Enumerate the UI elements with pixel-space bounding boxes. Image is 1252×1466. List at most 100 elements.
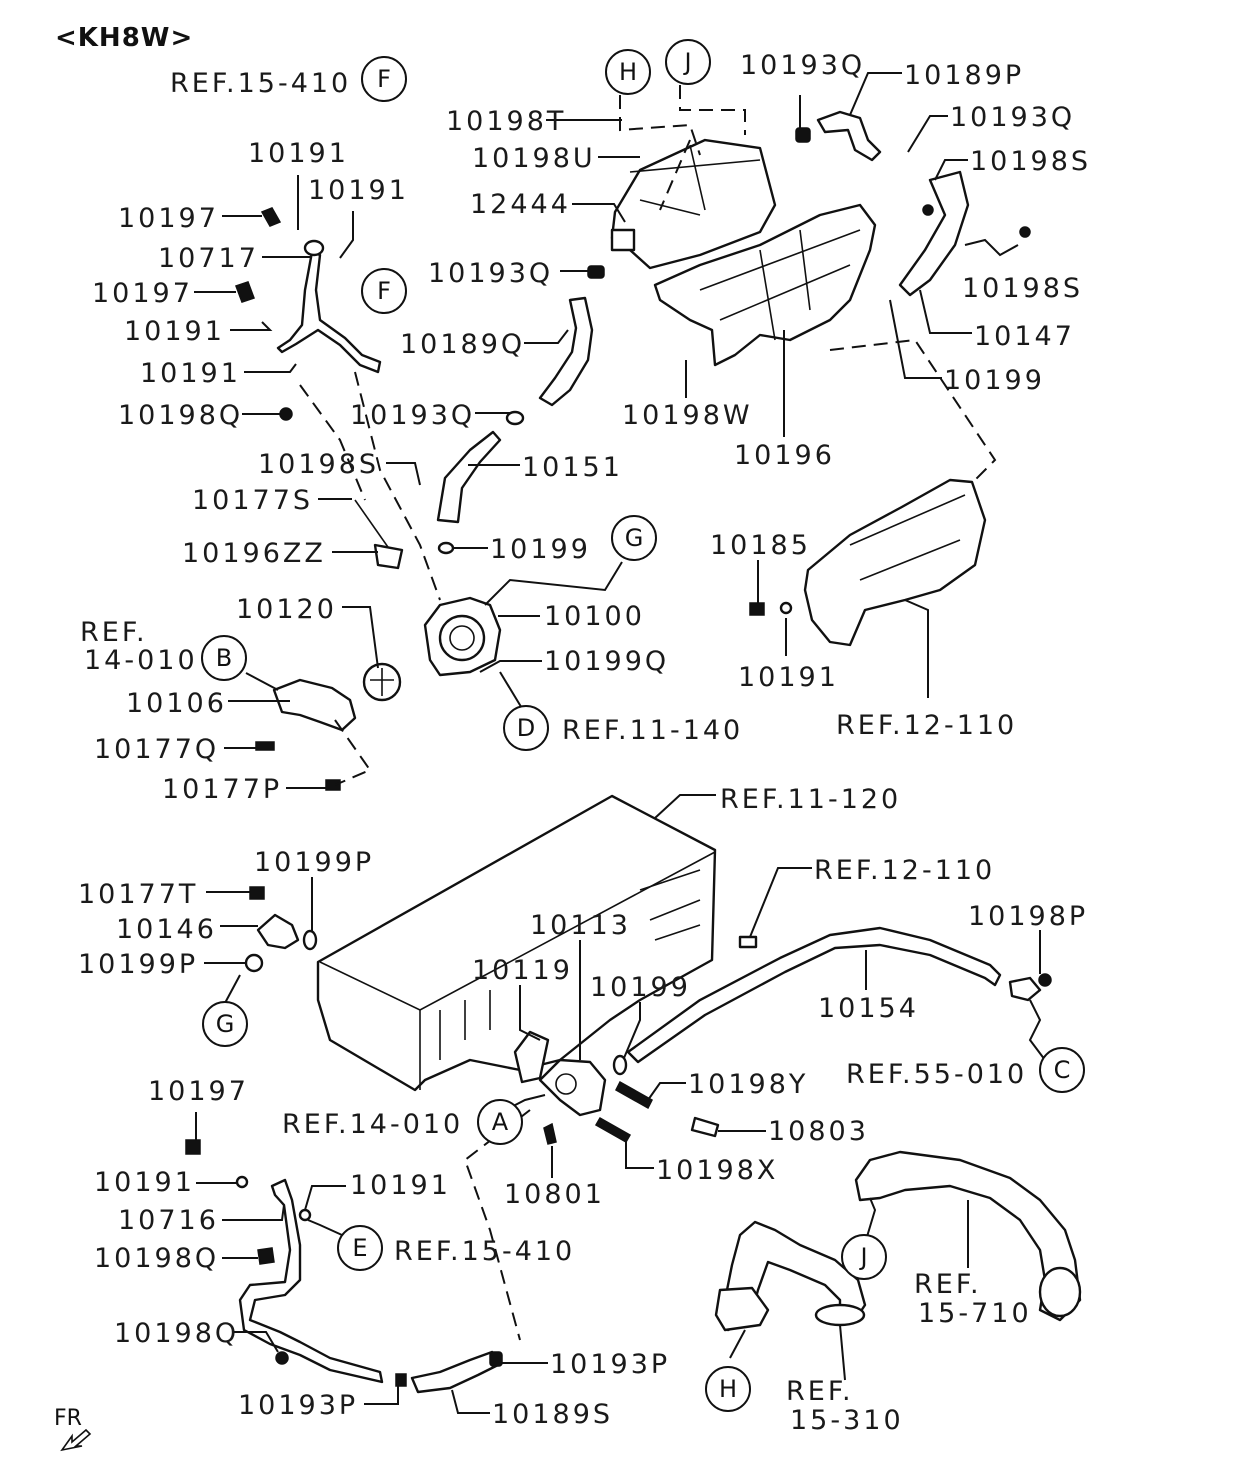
label-10191-g: 10191 <box>350 1170 451 1201</box>
svg-text:J: J <box>858 1243 867 1271</box>
callout-a: A <box>477 1099 523 1145</box>
svg-text:H: H <box>719 1375 737 1403</box>
pipe-10154 <box>626 926 1002 1064</box>
water-outlet-10113 <box>538 1058 607 1117</box>
label-ref-14-010-b: 14-010 <box>84 645 198 676</box>
label-10193Q-l: 10193Q <box>350 400 475 431</box>
label-10198U: 10198U <box>472 143 596 174</box>
label-10716: 10716 <box>118 1205 219 1236</box>
callout-b: B <box>201 635 247 681</box>
label-10198Y: 10198Y <box>688 1069 808 1100</box>
label-10191-d: 10191 <box>140 358 241 389</box>
label-10198Q-b: 10198Q <box>94 1243 219 1274</box>
label-10177P: 10177P <box>162 774 282 805</box>
svg-text:D: D <box>517 714 535 742</box>
svg-text:A: A <box>492 1108 509 1136</box>
callout-f-mid: F <box>361 268 407 314</box>
label-10193P-a: 10193P <box>550 1349 670 1380</box>
svg-text:G: G <box>216 1010 235 1038</box>
label-10189Q: 10189Q <box>400 329 525 360</box>
hose-10189S <box>410 1350 500 1394</box>
water-inlet <box>272 678 357 732</box>
label-10197-c: 10197 <box>148 1076 249 1107</box>
label-10198X: 10198X <box>656 1155 778 1186</box>
label-10106: 10106 <box>126 688 227 719</box>
pipe-10151 <box>436 430 502 524</box>
svg-text:F: F <box>377 65 391 93</box>
label-10119: 10119 <box>472 955 573 986</box>
callout-e: E <box>337 1225 383 1271</box>
front-orientation-marker: FR <box>54 1406 92 1452</box>
label-10803: 10803 <box>768 1116 869 1147</box>
manifold-outline <box>803 478 987 647</box>
svg-text:B: B <box>216 644 232 672</box>
fr-label: FR <box>54 1406 82 1431</box>
label-12444: 12444 <box>470 189 571 220</box>
gasket-10119 <box>513 1030 550 1084</box>
label-10199P-a: 10199P <box>254 847 374 878</box>
label-10197-b: 10197 <box>92 278 193 309</box>
label-10198W: 10198W <box>622 400 753 431</box>
label-10197-a: 10197 <box>118 203 219 234</box>
label-10185: 10185 <box>710 530 811 561</box>
label-10199-b: 10199 <box>590 972 691 1003</box>
label-10113: 10113 <box>530 910 631 941</box>
label-ref-15-710-b: 15-710 <box>918 1298 1032 1329</box>
callout-d: D <box>503 705 549 751</box>
label-10100: 10100 <box>544 601 645 632</box>
label-10191-b: 10191 <box>308 175 409 206</box>
callout-j-top: J <box>665 39 711 85</box>
label-ref-11-140: REF.11-140 <box>562 715 743 746</box>
callout-h-top: H <box>605 49 651 95</box>
label-ref-12-110-b: REF.12-110 <box>814 855 995 886</box>
label-10193P-b: 10193P <box>238 1390 358 1421</box>
label-10191-f: 10191 <box>94 1167 195 1198</box>
hose-10189Q <box>538 296 594 407</box>
model-code-header: <KH8W> <box>55 23 193 53</box>
label-10191-a: 10191 <box>248 138 349 169</box>
label-10193Q-top: 10193Q <box>740 50 865 81</box>
label-ref-55-010: REF.55-010 <box>846 1059 1027 1090</box>
label-10801: 10801 <box>504 1179 605 1210</box>
label-10151: 10151 <box>522 452 623 483</box>
callout-c: C <box>1039 1047 1085 1093</box>
pipe-15-710 <box>854 1150 1082 1322</box>
label-10199-m: 10199 <box>490 534 591 565</box>
label-ref-14-010: REF.14-010 <box>282 1109 463 1140</box>
label-ref-15-710-a: REF. <box>914 1269 982 1300</box>
label-ref-14-010-a: REF. <box>80 617 148 648</box>
label-10196ZZ: 10196ZZ <box>182 538 326 569</box>
label-10189S: 10189S <box>492 1399 613 1430</box>
label-10177T: 10177T <box>78 879 198 910</box>
label-10198Q-a: 10198Q <box>118 400 243 431</box>
label-ref-15-410-top: REF.15-410 <box>170 68 351 99</box>
label-10120: 10120 <box>236 594 337 625</box>
front-arrow-icon <box>60 1428 92 1452</box>
label-10198S-r2: 10198S <box>962 273 1083 304</box>
label-10199Q: 10199Q <box>544 646 669 677</box>
reference-dash-lines <box>299 85 997 1341</box>
label-ref-12-110-a: REF.12-110 <box>836 710 1017 741</box>
label-10193Q-r: 10193Q <box>950 102 1075 133</box>
callout-f-top: F <box>361 56 407 102</box>
svg-text:E: E <box>352 1234 367 1262</box>
label-10177Q: 10177Q <box>94 734 219 765</box>
label-10199-r: 10199 <box>944 365 1045 396</box>
fitting-10146 <box>256 913 300 950</box>
label-10154: 10154 <box>818 993 919 1024</box>
label-10177S: 10177S <box>192 485 313 516</box>
label-ref-15-410-b: REF.15-410 <box>394 1236 575 1267</box>
label-ref-15-310-b: 15-310 <box>790 1405 904 1436</box>
label-10191-c: 10191 <box>124 316 225 347</box>
label-10199P-b: 10199P <box>78 949 198 980</box>
label-10146: 10146 <box>116 914 217 945</box>
label-10191-e: 10191 <box>738 662 839 693</box>
svg-text:G: G <box>625 524 644 552</box>
callout-h-low: H <box>705 1366 751 1412</box>
part-labels: <KH8W> 10193Q 10189P 10193Q 10198S REF.1… <box>55 23 1088 1436</box>
part-drawings <box>185 110 1082 1394</box>
callout-g-mid: G <box>611 515 657 561</box>
label-10198Q-c: 10198Q <box>114 1318 239 1349</box>
label-10196: 10196 <box>734 440 835 471</box>
